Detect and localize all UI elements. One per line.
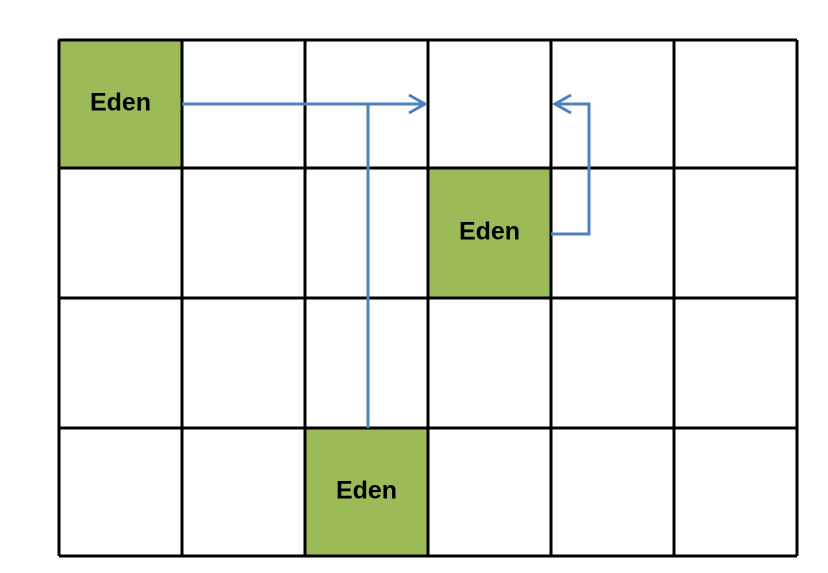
eden-cell: Eden bbox=[57, 38, 184, 170]
movement-arrows bbox=[182, 93, 591, 428]
grid-lines bbox=[57, 38, 799, 558]
eden-cell: Eden bbox=[303, 426, 430, 558]
eden-label: Eden bbox=[90, 89, 151, 117]
eden-label: Eden bbox=[336, 477, 397, 505]
arrow-head bbox=[551, 93, 572, 115]
arrow-head bbox=[408, 93, 429, 115]
arrow-middle-to-top bbox=[551, 93, 591, 236]
eden-cell: Eden bbox=[426, 166, 553, 300]
arrow-top-left-to-right bbox=[182, 93, 429, 115]
eden-label: Eden bbox=[459, 218, 520, 246]
arrow-path bbox=[551, 102, 591, 236]
